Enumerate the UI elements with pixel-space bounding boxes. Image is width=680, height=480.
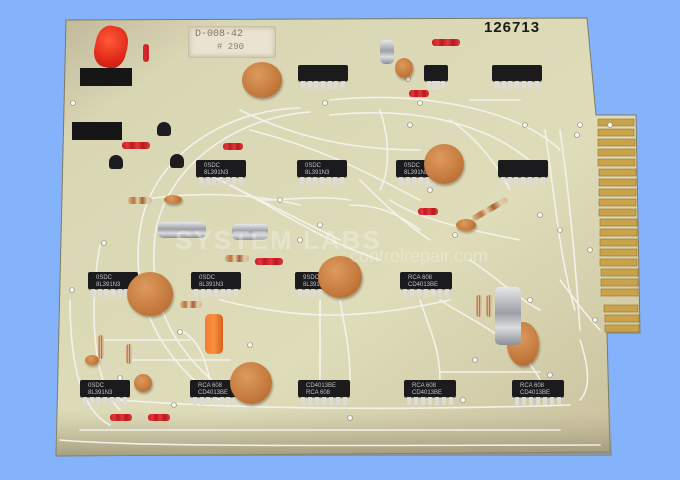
vias — [69, 76, 613, 421]
transistor — [157, 122, 171, 136]
watermark-url: controlrepair.com — [350, 246, 489, 266]
ic-chip: RCA 608 CD4013BE — [512, 380, 564, 405]
resistor — [225, 255, 249, 262]
ceramic-disc-capacitor — [424, 144, 464, 184]
electrolytic-capacitor — [495, 287, 521, 345]
ic-chip — [498, 160, 548, 185]
ic-chip: 0SDC 8L391N3 — [297, 160, 347, 185]
ic-chip: RCA 608 CD4013BE — [400, 272, 452, 297]
part-number-sticker: D-008-42 # 290 — [188, 26, 276, 58]
resistor — [432, 39, 460, 46]
transistor — [109, 155, 123, 169]
ceramic-disc-capacitor — [85, 355, 99, 365]
watermark-title: SYSTEM LABS — [175, 225, 382, 255]
ic-chip — [424, 65, 448, 89]
resistor — [126, 344, 132, 364]
resistor — [98, 335, 104, 359]
resistor — [128, 197, 152, 204]
electrolytic-capacitor — [232, 224, 268, 240]
resistor — [110, 414, 132, 421]
resistor — [476, 295, 482, 317]
ceramic-disc-capacitor — [456, 219, 476, 231]
resistor — [255, 258, 283, 265]
ceramic-disc-capacitor — [242, 62, 282, 98]
ic-chip — [492, 65, 542, 89]
serial-number: 126713 — [484, 19, 541, 36]
ic-chip: 0SDC 8L391N3 — [88, 272, 138, 297]
ceramic-disc-capacitor — [164, 195, 182, 204]
ic-chip: CD4013BE RCA 608 — [298, 380, 350, 405]
film-capacitor — [205, 314, 223, 354]
resistor — [486, 295, 492, 317]
resistor — [223, 143, 243, 150]
ceramic-disc-capacitor — [395, 58, 413, 78]
ceramic-disc-capacitor — [230, 362, 272, 404]
ceramic-disc-capacitor — [127, 272, 173, 316]
ic-chip: RCA 608 CD4013BE — [404, 380, 456, 405]
edge-connector — [597, 118, 640, 333]
ic-chip — [298, 65, 348, 89]
sticker-line-2: # 290 — [217, 42, 245, 52]
electrolytic-capacitor — [380, 40, 394, 64]
relay-module — [80, 68, 132, 86]
ic-chip: 0SDC 8L391N3 — [196, 160, 246, 185]
resistor — [409, 90, 429, 97]
resistor — [122, 142, 150, 149]
resistor — [180, 301, 202, 308]
resistor — [143, 44, 149, 62]
ceramic-disc-capacitor — [134, 374, 152, 392]
ic-chip: 0SDC 8L391N3 — [80, 380, 130, 405]
ic-chip: 0SDC 8L391N3 — [191, 272, 241, 297]
resistor — [418, 208, 438, 215]
sticker-line-1: D-008-42 — [195, 29, 244, 40]
relay-module — [72, 122, 122, 140]
transistor — [170, 154, 184, 168]
ceramic-disc-capacitor — [318, 256, 362, 298]
ic-chip: RCA 608 CD4013BE — [190, 380, 240, 405]
electrolytic-capacitor — [158, 222, 206, 238]
resistor — [148, 414, 170, 421]
